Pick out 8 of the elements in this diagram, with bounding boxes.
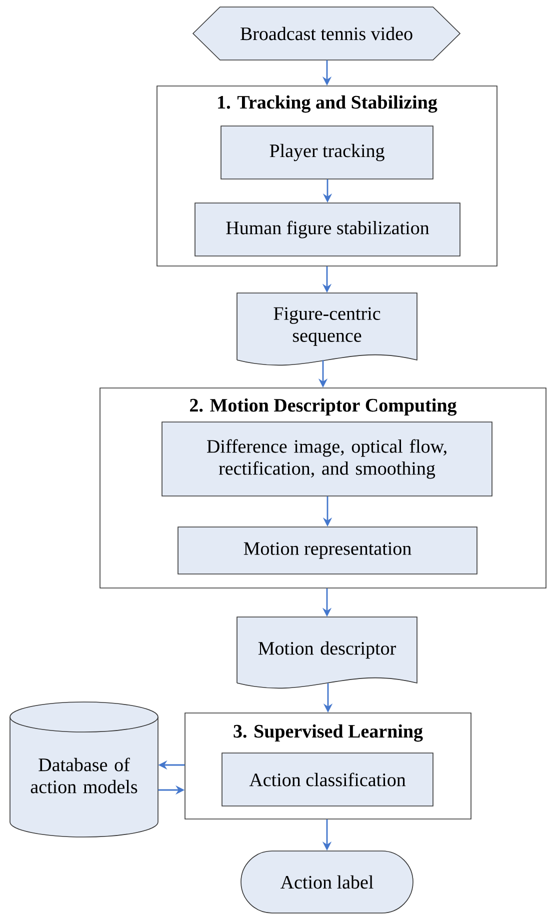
document-shape: Motion descriptor: [236, 616, 418, 688]
process-box: Player tracking: [220, 126, 434, 180]
database-cylinder: Database of action models: [10, 702, 158, 838]
process-box: Motion representation: [178, 526, 478, 574]
process-box: Difference image, optical flow, rectification, and smoothing: [162, 422, 492, 496]
document-shape: Figure-centric sequence: [236, 292, 418, 366]
process-box: Human figure stabilization: [194, 202, 460, 256]
process-box: Action classification: [222, 752, 434, 806]
